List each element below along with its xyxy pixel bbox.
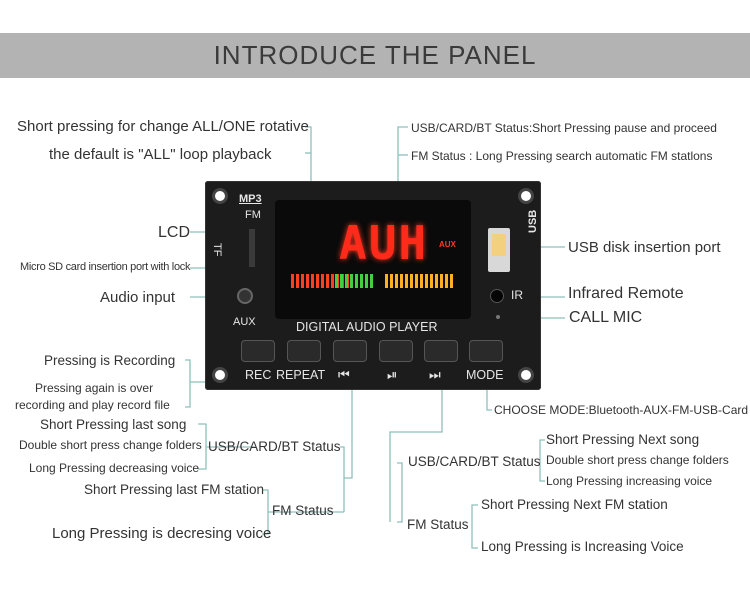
label-infrared: Infrared Remote xyxy=(568,285,684,302)
mode-button[interactable] xyxy=(469,340,503,362)
mount-hole xyxy=(518,367,534,383)
player-board: MP3 FM TF AUX AUH AUX USB IR DIGITAL AUD… xyxy=(205,181,541,390)
label-short-last-fm: Short Pressing last FM station xyxy=(84,482,265,497)
label-long-decresing: Long Pressing is decresing voice xyxy=(52,525,272,542)
label-micro-sd: Micro SD card insertion port with lock xyxy=(20,261,191,273)
label-usb-status-pause: USB/CARD/BT Status:Short Pressing pause … xyxy=(411,121,717,135)
mp3-label: MP3 xyxy=(239,193,262,205)
level-meter-mid xyxy=(335,274,375,288)
label-pressing-again-1: Pressing again is over xyxy=(35,381,154,395)
usb-port[interactable] xyxy=(488,228,510,272)
lcd-aux-indicator: AUX xyxy=(439,240,456,249)
mount-hole xyxy=(518,188,534,204)
label-double-short-inc: Double short press change folders xyxy=(546,453,729,467)
label-double-short-dec: Double short press change folders xyxy=(19,438,202,452)
mount-hole xyxy=(212,188,228,204)
prev-button[interactable] xyxy=(333,340,367,362)
next-icon: ⏭ xyxy=(429,367,441,382)
label-short-press-change: Short pressing for change ALL/ONE rotati… xyxy=(17,118,309,135)
label-long-inc-voice: Long Pressing increasing voice xyxy=(546,474,713,488)
usb-port-inner xyxy=(492,234,506,256)
lcd-text: AUH xyxy=(339,216,429,270)
label-audio-input: Audio input xyxy=(100,289,176,306)
mode-label: MODE xyxy=(466,368,504,382)
title-banner: INTRODUCE THE PANEL xyxy=(0,33,750,78)
label-call-mic: CALL MIC xyxy=(569,309,643,326)
label-default-loop: the default is "ALL" loop playback xyxy=(49,146,272,163)
ir-label: IR xyxy=(511,288,523,302)
lcd-display: AUH AUX xyxy=(275,200,471,319)
rec-button[interactable] xyxy=(241,340,275,362)
label-fm-status-search: FM Status : Long Pressing search automat… xyxy=(411,149,713,163)
label-usb-card-bt-right: USB/CARD/BT Status xyxy=(408,454,541,469)
prev-icon: ⏮ xyxy=(338,367,350,382)
repeat-button[interactable] xyxy=(287,340,321,362)
repeat-label: REPEAT xyxy=(276,368,326,382)
tf-label: TF xyxy=(211,243,223,257)
next-button[interactable] xyxy=(424,340,458,362)
mount-hole xyxy=(212,367,228,383)
fm-label: FM xyxy=(245,209,261,221)
aux-jack[interactable] xyxy=(237,288,253,304)
ir-receiver xyxy=(490,289,504,303)
label-short-next-fm: Short Pressing Next FM station xyxy=(481,497,668,512)
label-pressing-recording: Pressing is Recording xyxy=(44,353,176,368)
play-pause-button[interactable] xyxy=(379,340,413,362)
usb-label: USB xyxy=(527,209,539,233)
label-short-last-song: Short Pressing last song xyxy=(40,417,187,432)
label-choose-mode: CHOOSE MODE:Bluetooth-AUX-FM-USB-Card xyxy=(494,403,749,417)
sd-card-slot[interactable] xyxy=(249,229,255,267)
label-fm-status-left: FM Status xyxy=(272,503,334,518)
aux-label: AUX xyxy=(233,316,256,328)
label-pressing-again-2: recording and play record file xyxy=(15,398,170,412)
level-meter-right xyxy=(385,274,455,288)
board-name: DIGITAL AUDIO PLAYER xyxy=(296,320,438,334)
label-long-inc: Long Pressing is Increasing Voice xyxy=(481,539,684,554)
label-usb-card-bt-left: USB/CARD/BT Status xyxy=(208,439,341,454)
label-lcd: LCD xyxy=(158,224,191,241)
page-title: INTRODUCE THE PANEL xyxy=(213,40,537,70)
label-usb-disk: USB disk insertion port xyxy=(568,239,721,256)
play-pause-icon: ⏯ xyxy=(387,367,398,382)
label-short-next-song: Short Pressing Next song xyxy=(546,432,700,447)
call-mic xyxy=(496,315,500,319)
rec-label: REC xyxy=(245,368,272,382)
label-fm-status-right: FM Status xyxy=(407,517,469,532)
label-long-dec-voice: Long Pressing decreasing voice xyxy=(29,461,200,475)
